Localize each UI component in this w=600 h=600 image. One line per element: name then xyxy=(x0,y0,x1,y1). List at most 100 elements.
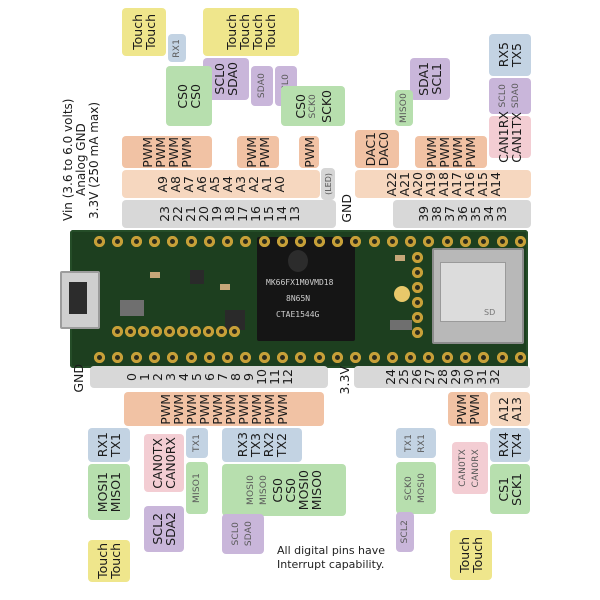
pin-number: 32 xyxy=(486,369,502,385)
pin-hole xyxy=(423,236,435,247)
pin-hole xyxy=(229,326,240,337)
pin-hole xyxy=(478,352,490,363)
uart1-alt-label-bottom: TX1 RX1 xyxy=(396,428,436,458)
pin-hole xyxy=(405,236,417,247)
pin-hole xyxy=(412,267,423,278)
pwm-text: PWM xyxy=(257,136,272,168)
uart5-label: RX5 TX5 xyxy=(489,34,531,76)
scl1-text: SCL1 xyxy=(429,63,444,95)
analog-text: A16 xyxy=(461,171,477,197)
chip-marking-2: 8N65N xyxy=(286,294,311,303)
pin-number: 22 xyxy=(169,206,185,222)
pin-hole xyxy=(412,297,423,308)
gnd-text: GND xyxy=(71,364,86,393)
pin-hole xyxy=(295,236,307,247)
chip-marking-3: CTAE1544G xyxy=(276,310,320,319)
scl0-text: SCL0 xyxy=(231,522,241,546)
i2c0-label-bottom: SCL0 SDA0 xyxy=(222,514,264,554)
analog-label-top-left: A9 A8 A7 A6 A5 A4 A3 A2 A1 A0 xyxy=(122,170,320,198)
miso0-text: MISO0 xyxy=(309,469,324,511)
pin-hole xyxy=(496,352,508,363)
pin-number: 5 xyxy=(188,373,204,381)
i2c2-label-bottom: SCL2 SDA2 xyxy=(144,506,184,552)
pwm-label-top-14: PWM xyxy=(299,136,319,168)
led-text: (LED) xyxy=(323,173,333,195)
interrupt-footnote: All digital pins have Interrupt capabili… xyxy=(277,544,385,572)
pin-number: 38 xyxy=(428,206,444,222)
pin-number: 16 xyxy=(247,206,263,222)
pin-hole xyxy=(412,252,423,263)
spi1-sub-labels xyxy=(173,66,207,96)
analog-text: A14 xyxy=(487,171,503,197)
pin-number: 14 xyxy=(273,206,289,222)
pin-hole xyxy=(203,352,215,363)
pin-hole xyxy=(112,236,124,247)
pin-hole xyxy=(441,352,453,363)
reset-button[interactable] xyxy=(394,286,410,302)
pin-hole xyxy=(148,352,160,363)
pin-hole xyxy=(412,282,423,293)
pwm-text: PWM xyxy=(179,136,194,168)
pin-hole xyxy=(496,236,508,247)
pin-hole xyxy=(130,236,142,247)
pwm-label-bottom-left: PWM PWM PWM PWM PWM PWM PWM PWM PWM PWM xyxy=(124,392,324,426)
sda0-text: SDA0 xyxy=(225,62,240,96)
can0-alt-label-bottom: CAN0TX CAN0RX xyxy=(452,442,488,494)
pin-number: 3 xyxy=(162,373,178,381)
pin-number: 6 xyxy=(201,373,217,381)
touch-text: Touch xyxy=(108,543,123,579)
capacitor xyxy=(220,284,230,290)
pin-number: 35 xyxy=(467,206,483,222)
sck0-text: SCK0 xyxy=(318,89,334,123)
pin-hole xyxy=(386,236,398,247)
pin-numbers-top-left: 23 22 21 20 19 18 17 16 15 14 13 xyxy=(122,200,336,228)
miso1-text: MISO1 xyxy=(108,471,123,513)
analog-text: A20 xyxy=(409,171,425,197)
a13-text: A13 xyxy=(509,396,524,422)
miso1-text: MISO1 xyxy=(191,473,202,503)
pin-number: 12 xyxy=(279,369,295,385)
tx1-text: TX1 xyxy=(191,434,202,452)
pin-hole xyxy=(295,352,307,363)
touch-text: Touch xyxy=(470,537,485,573)
spi1-cs-label-bottom: CS1 SCK1 xyxy=(490,464,530,514)
v33-bottom-label: 3.3V xyxy=(337,366,352,394)
capacitor xyxy=(150,272,160,278)
pin-number: 39 xyxy=(415,206,431,222)
pin-number: 4 xyxy=(175,373,191,381)
pin-number: 31 xyxy=(473,369,489,385)
pin-hole xyxy=(313,352,325,363)
i2c0-alt-label-right: SCL0 SDA0 xyxy=(489,78,531,114)
pin-number: 2 xyxy=(149,373,165,381)
can0-label-bottom: CAN0TX CAN0RX xyxy=(144,434,184,492)
spi0-label-bottom: MOSI0 MISO0 CS0 CS0 MOSI0 MISO0 xyxy=(222,464,346,516)
pin-hole xyxy=(222,236,234,247)
pin-numbers-bottom-right: 24 25 26 27 28 29 30 31 32 xyxy=(354,366,530,388)
pin-hole xyxy=(368,352,380,363)
can0rx-text: CAN0RX xyxy=(163,437,178,489)
miso1-alt-label-bottom: MISO1 xyxy=(186,462,208,514)
ic-small xyxy=(225,310,245,330)
pin-hole xyxy=(164,326,175,337)
pin-number: 8 xyxy=(227,373,243,381)
pin-number: 25 xyxy=(395,369,411,385)
pin-hole xyxy=(112,352,124,363)
miso0-label-top: MISO0 xyxy=(395,90,413,126)
pin-hole xyxy=(112,326,123,337)
pin-number: 29 xyxy=(447,369,463,385)
spi1-label-top: CS0 CS0 xyxy=(166,66,212,126)
pin-number: 28 xyxy=(434,369,450,385)
pin-hole xyxy=(350,236,362,247)
pin-hole xyxy=(514,236,526,247)
touch-label-bottom-right: Touch Touch xyxy=(450,530,492,580)
pin-number: 10 xyxy=(253,369,269,385)
pin-hole xyxy=(258,352,270,363)
analog-label-bottom: A12 A13 xyxy=(490,392,530,426)
analog-text: A15 xyxy=(474,171,490,197)
pin-number: 26 xyxy=(408,369,424,385)
uart1-label-bottom: RX1 TX1 xyxy=(88,428,130,462)
pin-hole xyxy=(148,236,160,247)
uart4-label-bottom: RX4 TX4 xyxy=(490,428,530,462)
pin-hole xyxy=(331,352,343,363)
pin-hole xyxy=(460,352,471,363)
